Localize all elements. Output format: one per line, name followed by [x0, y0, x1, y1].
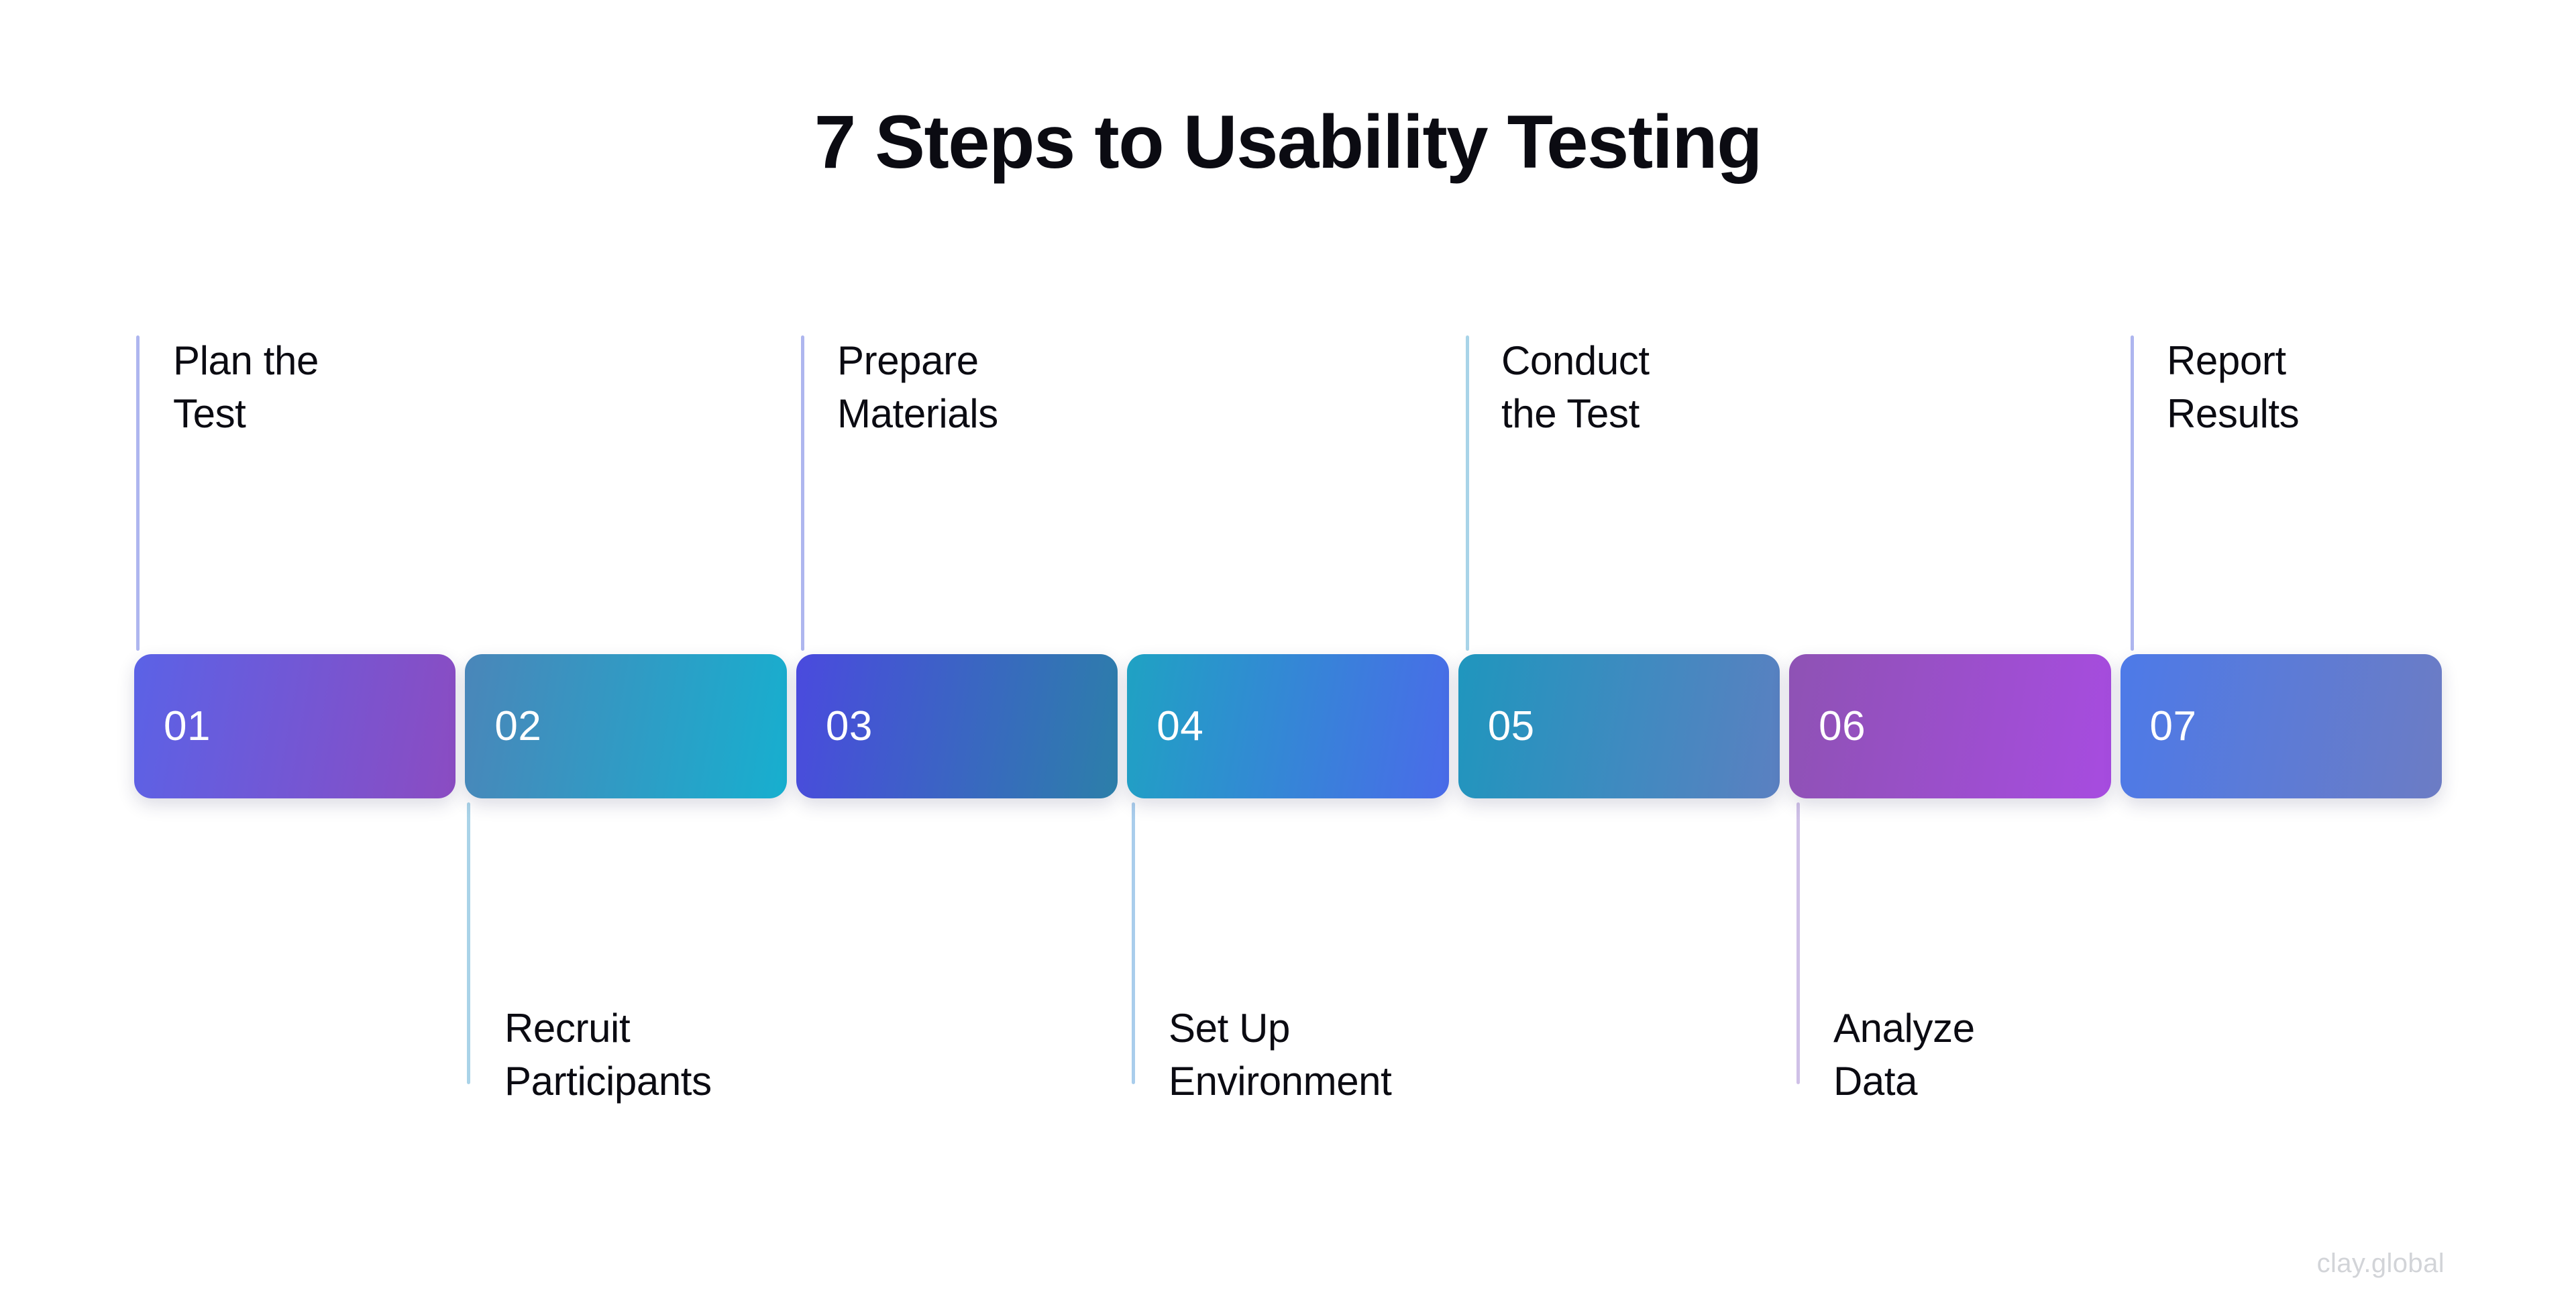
- step-label: Set Up Environment: [1169, 1006, 1392, 1104]
- connector-stem: [1466, 335, 1469, 651]
- step-card[interactable]: 02: [465, 654, 787, 798]
- step-number: 07: [2149, 702, 2197, 749]
- step-label: Report Results: [2167, 338, 2300, 437]
- watermark: clay.global: [2316, 1249, 2445, 1278]
- step-number: 03: [825, 702, 873, 749]
- step-label: Prepare Materials: [837, 338, 998, 437]
- connector-stem: [467, 802, 470, 1084]
- connector-stem: [136, 335, 140, 651]
- step-card[interactable]: 06: [1789, 654, 2111, 798]
- connector-stem: [1796, 802, 1800, 1084]
- step-number: 04: [1157, 702, 1204, 749]
- step-card-band: 01 02 03 04 05 06 07: [134, 654, 2442, 798]
- step-card[interactable]: 05: [1458, 654, 1780, 798]
- step-card[interactable]: 07: [2120, 654, 2442, 798]
- step-label: Plan the Test: [173, 338, 319, 437]
- step-label: Analyze Data: [1833, 1006, 1975, 1104]
- step-label: Recruit Participants: [504, 1006, 712, 1104]
- step-card[interactable]: 04: [1127, 654, 1449, 798]
- page-title: 7 Steps to Usability Testing: [814, 100, 1763, 184]
- step-card[interactable]: 03: [796, 654, 1118, 798]
- step-number: 01: [164, 702, 211, 749]
- step-number: 02: [494, 702, 542, 749]
- step-number: 06: [1819, 702, 1866, 749]
- connector-stem: [801, 335, 804, 651]
- connector-stem: [2131, 335, 2134, 651]
- connector-stem: [1132, 802, 1135, 1084]
- step-card[interactable]: 01: [134, 654, 456, 798]
- step-number: 05: [1487, 702, 1535, 749]
- step-label: Conduct the Test: [1501, 338, 1650, 437]
